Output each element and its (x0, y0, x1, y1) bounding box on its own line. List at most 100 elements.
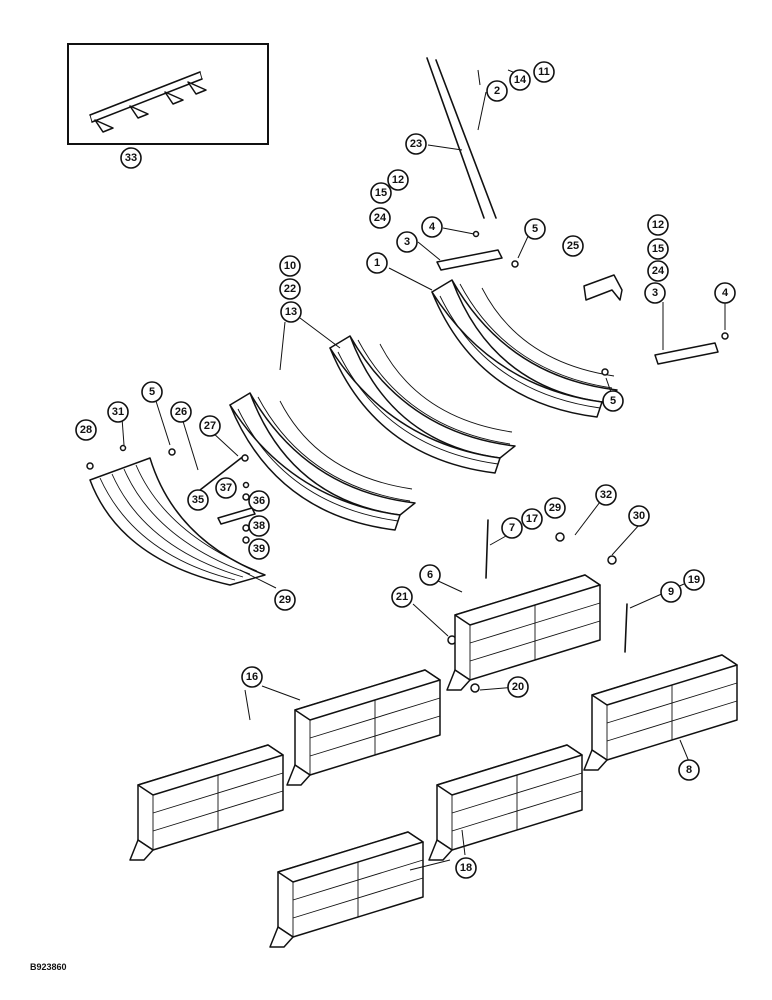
callout-label: 37 (220, 482, 232, 494)
callout-label: 26 (175, 406, 187, 418)
callout-label: 3 (652, 287, 658, 299)
callout-c28: 28 (75, 419, 97, 441)
callout-label: 8 (686, 764, 692, 776)
callout-c17: 17 (521, 508, 543, 530)
callout-c5c: 5 (141, 381, 163, 403)
callout-circle (544, 497, 566, 519)
callout-circle (199, 415, 221, 437)
callout-c36: 36 (248, 490, 270, 512)
callout-label: 5 (532, 223, 538, 235)
callout-circle (369, 207, 391, 229)
callout-circle (391, 586, 413, 608)
callout-c38: 38 (248, 515, 270, 537)
callout-label: 25 (567, 240, 579, 252)
callout-circle (280, 301, 302, 323)
callout-c7: 7 (501, 517, 523, 539)
callout-c23: 23 (405, 133, 427, 155)
callout-circle (628, 505, 650, 527)
callout-c26: 26 (170, 401, 192, 423)
callout-c12b: 12 (647, 214, 669, 236)
callout-c22: 22 (279, 278, 301, 300)
callout-circle (683, 569, 705, 591)
callout-label: 12 (652, 219, 664, 231)
callout-label: 11 (538, 66, 550, 78)
curved-wire-section (89, 457, 266, 586)
callout-c25: 25 (562, 235, 584, 257)
callout-c3a: 3 (396, 231, 418, 253)
callout-circle (366, 252, 388, 274)
callout-label: 1 (374, 257, 380, 269)
callout-circle (455, 857, 477, 879)
callout-label: 15 (652, 243, 664, 255)
callout-c33: 33 (120, 147, 142, 169)
rod-parts (426, 57, 497, 219)
callout-circle (524, 218, 546, 240)
grate-box-18a (428, 744, 583, 861)
callout-label: 19 (688, 574, 700, 586)
callout-c31: 31 (107, 401, 129, 423)
callout-label: 28 (80, 424, 92, 436)
grate-box-16b (129, 744, 284, 861)
callout-label: 2 (494, 85, 500, 97)
callout-label: 5 (610, 395, 616, 407)
callout-circle (421, 216, 443, 238)
callout-c9: 9 (660, 581, 682, 603)
callout-circle (215, 477, 237, 499)
callout-c32: 32 (595, 484, 617, 506)
callout-label: 6 (427, 569, 433, 581)
callout-circle (595, 484, 617, 506)
callout-circle (521, 508, 543, 530)
callout-c5a: 5 (524, 218, 546, 240)
callout-c19: 19 (683, 569, 705, 591)
callout-circle (509, 69, 531, 91)
callout-c29b: 29 (544, 497, 566, 519)
callout-c30: 30 (628, 505, 650, 527)
callout-c21: 21 (391, 586, 413, 608)
callout-c14: 14 (509, 69, 531, 91)
callout-label: 4 (722, 287, 729, 299)
grate-box-16a (286, 669, 441, 786)
callout-label: 35 (192, 494, 204, 506)
callout-c15a: 15 (370, 182, 392, 204)
grate-box-18b (269, 831, 424, 948)
callout-label: 33 (125, 152, 137, 164)
callout-circle (647, 238, 669, 260)
callout-c20: 20 (507, 676, 529, 698)
callout-circle (644, 282, 666, 304)
callout-circle (501, 517, 523, 539)
inset-frame (67, 43, 269, 145)
callout-c18: 18 (455, 857, 477, 879)
callout-label: 24 (652, 265, 665, 277)
callout-label: 16 (246, 671, 258, 683)
callout-label: 21 (396, 591, 408, 603)
callout-circle (419, 564, 441, 586)
callout-circle (660, 581, 682, 603)
callout-c2: 2 (486, 80, 508, 102)
callout-circle (678, 759, 700, 781)
callout-c37: 37 (215, 477, 237, 499)
concave-grate-1 (431, 279, 618, 418)
figure-code: B923860 (30, 962, 67, 972)
callout-c4b: 4 (714, 282, 736, 304)
callout-c6: 6 (419, 564, 441, 586)
callout-c10: 10 (279, 255, 301, 277)
callout-label: 13 (285, 306, 297, 318)
callout-c24b: 24 (647, 260, 669, 282)
callout-label: 17 (526, 513, 538, 525)
callout-c35: 35 (187, 489, 209, 511)
small-hardware (86, 230, 729, 693)
callout-label: 39 (253, 543, 265, 555)
callout-circle (107, 401, 129, 423)
callout-circle (248, 515, 270, 537)
callout-label: 18 (460, 862, 472, 874)
callout-label: 29 (279, 594, 291, 606)
callout-label: 23 (410, 138, 422, 150)
callout-c39: 39 (248, 538, 270, 560)
callout-circle (279, 278, 301, 300)
callout-label: 3 (404, 236, 410, 248)
callout-circle (170, 401, 192, 423)
callout-label: 7 (509, 522, 515, 534)
callout-c12a: 12 (387, 169, 409, 191)
callout-circle (75, 419, 97, 441)
callout-label: 15 (375, 187, 387, 199)
